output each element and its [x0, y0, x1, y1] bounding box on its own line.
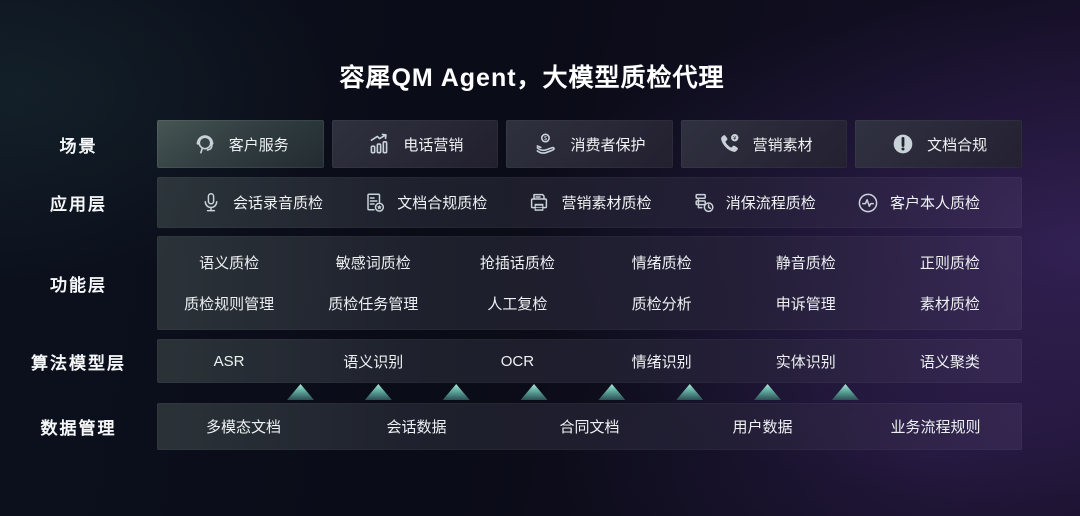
function-item: 人工复检: [487, 296, 548, 313]
function-layer-box: 语义质检 敏感词质检 抢插话质检 情绪质检 静音质检 正则质检 质检规则管理 质…: [157, 236, 1022, 330]
up-arrow-icon: [287, 384, 314, 400]
scene-card-customer-service: 客户服务: [157, 120, 324, 168]
data-item: 合同文档: [559, 419, 620, 436]
algorithm-item: OCR: [500, 352, 535, 370]
document-badge-icon: [363, 191, 387, 215]
up-arrow-icon: [598, 384, 626, 400]
headset-person-icon: [192, 131, 218, 157]
phone-yuan-icon: ¥: [716, 131, 742, 157]
microphone-icon: [199, 191, 223, 215]
application-layer-box: 会话录音质检 文档合规质检: [157, 177, 1022, 228]
scene-card-label: 消费者保护: [570, 136, 646, 154]
scene-card-phone-marketing: 电话营销: [331, 120, 499, 168]
up-arrow-icon: [754, 384, 782, 400]
svg-text:$: $: [544, 136, 548, 142]
scene-card-document-compliance: 文档合规: [855, 120, 1022, 168]
page-title: 容犀QM Agent，大模型质检代理: [339, 64, 725, 92]
app-item-label: 消保流程质检: [725, 195, 816, 212]
svg-text:¥: ¥: [733, 136, 737, 142]
layer-row-data: 数据管理 多模态文档 会话数据 合同文档 用户数据 业务流程规则: [0, 403, 1080, 450]
data-item: 用户数据: [732, 419, 793, 436]
printer-icon: [527, 191, 551, 215]
row-label-scene: 场景: [59, 136, 98, 156]
flow-clock-icon: [692, 191, 716, 215]
app-item-call-recording-qc: 会话录音质检: [199, 191, 323, 215]
app-item-customer-identity-qc: 客户本人质检: [856, 191, 980, 215]
row-label-function: 功能层: [50, 275, 107, 295]
data-item: 业务流程规则: [890, 419, 981, 436]
function-item: 敏感词质检: [335, 255, 411, 272]
scene-card-marketing-material: ¥ 营销素材: [680, 120, 848, 168]
data-item: 多模态文档: [205, 419, 281, 436]
scene-card-label: 文档合规: [927, 136, 988, 154]
app-item-document-compliance-qc: 文档合规质检: [363, 191, 487, 215]
chart-growth-icon: [366, 131, 392, 157]
function-item: 语义质检: [199, 255, 260, 272]
function-item: 情绪质检: [631, 255, 692, 272]
app-item-label: 会话录音质检: [233, 195, 324, 212]
function-item: 质检任务管理: [328, 296, 419, 313]
scene-card-label: 客户服务: [228, 136, 289, 154]
pulse-circle-icon: [856, 191, 880, 215]
up-arrow-icon: [364, 384, 392, 400]
algorithm-layer-box: ASR 语义识别 OCR 情绪识别 实体识别 语义聚类: [157, 339, 1022, 383]
algorithm-item: 实体识别: [775, 353, 836, 371]
function-item: 质检规则管理: [184, 296, 275, 313]
up-arrow-icon: [520, 384, 548, 400]
app-item-consumer-process-qc: 消保流程质检: [692, 191, 816, 215]
app-item-marketing-material-qc: 营销素材质检: [527, 191, 651, 215]
row-label-application: 应用层: [50, 195, 107, 214]
layer-row-application: 应用层 会话录音质检: [0, 177, 1080, 228]
scene-card-label: 营销素材: [752, 136, 813, 154]
data-item: 会话数据: [386, 419, 447, 436]
function-item: 静音质检: [775, 255, 836, 272]
app-item-label: 文档合规质检: [397, 195, 488, 212]
scene-cards: 客户服务 电话营销 $: [157, 120, 1022, 168]
row-label-algorithm: 算法模型层: [31, 353, 126, 373]
algorithm-item: 语义识别: [343, 353, 404, 371]
algorithm-item: 语义聚类: [919, 353, 980, 371]
layer-row-algorithm: 算法模型层 ASR 语义识别 OCR 情绪识别 实体识别 语义聚类: [0, 339, 1080, 383]
app-item-label: 营销素材质检: [561, 195, 652, 212]
up-arrow-icon: [676, 384, 704, 400]
function-item: 正则质检: [919, 255, 980, 272]
hand-coin-icon: $: [533, 131, 559, 157]
function-item: 申诉管理: [775, 296, 836, 313]
data-flow-arrows: [287, 384, 859, 400]
algorithm-item: ASR: [213, 352, 245, 370]
exclamation-circle-icon: [890, 131, 916, 157]
layer-row-function: 功能层 语义质检 敏感词质检 抢插话质检 情绪质检 静音质检 正则质检 质检规则…: [0, 236, 1080, 330]
scene-card-consumer-protection: $ 消费者保护: [506, 120, 673, 168]
app-item-label: 客户本人质检: [889, 195, 980, 212]
algorithm-item: 情绪识别: [631, 353, 692, 371]
data-layer-box: 多模态文档 会话数据 合同文档 用户数据 业务流程规则: [157, 403, 1022, 450]
function-item: 抢插话质检: [479, 255, 555, 272]
function-item: 素材质检: [919, 296, 980, 313]
row-label-data: 数据管理: [40, 419, 117, 438]
layer-row-scene: 场景 客户服务: [0, 120, 1080, 168]
up-arrow-icon: [831, 384, 859, 400]
function-item: 质检分析: [631, 296, 692, 313]
up-arrow-icon: [442, 384, 470, 400]
scene-card-label: 电话营销: [403, 136, 464, 154]
